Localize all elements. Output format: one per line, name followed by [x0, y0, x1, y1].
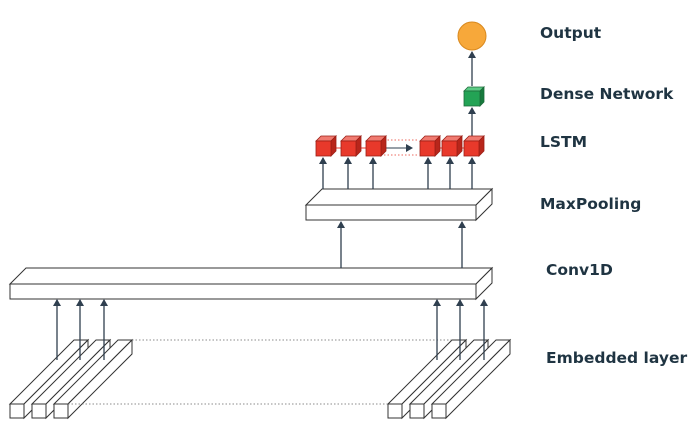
lstm-cell-left-2	[340, 135, 362, 157]
maxpool-bar	[304, 187, 494, 222]
embedding-slab-right-3	[430, 338, 512, 420]
label-maxpooling: MaxPooling	[540, 195, 641, 213]
lstm-cells	[315, 135, 485, 157]
conv1d-bar	[8, 266, 494, 301]
lstm-cell-right-3	[463, 135, 485, 157]
lstm-cell-left-3	[365, 135, 387, 157]
lstm-cell-right-2	[441, 135, 463, 157]
connection-arrows	[53, 51, 488, 360]
embedded-layer	[8, 338, 512, 420]
label-lstm: LSTM	[540, 133, 587, 151]
output-node	[457, 21, 487, 51]
lstm-cell-right-1	[419, 135, 441, 157]
lstm-cell-left-1	[315, 135, 337, 157]
label-dense-network: Dense Network	[540, 85, 674, 103]
label-output: Output	[540, 24, 602, 42]
label-embedded-layer: Embedded layer	[546, 349, 687, 367]
dense-cube	[463, 86, 485, 107]
label-conv1d: Conv1D	[546, 261, 613, 279]
